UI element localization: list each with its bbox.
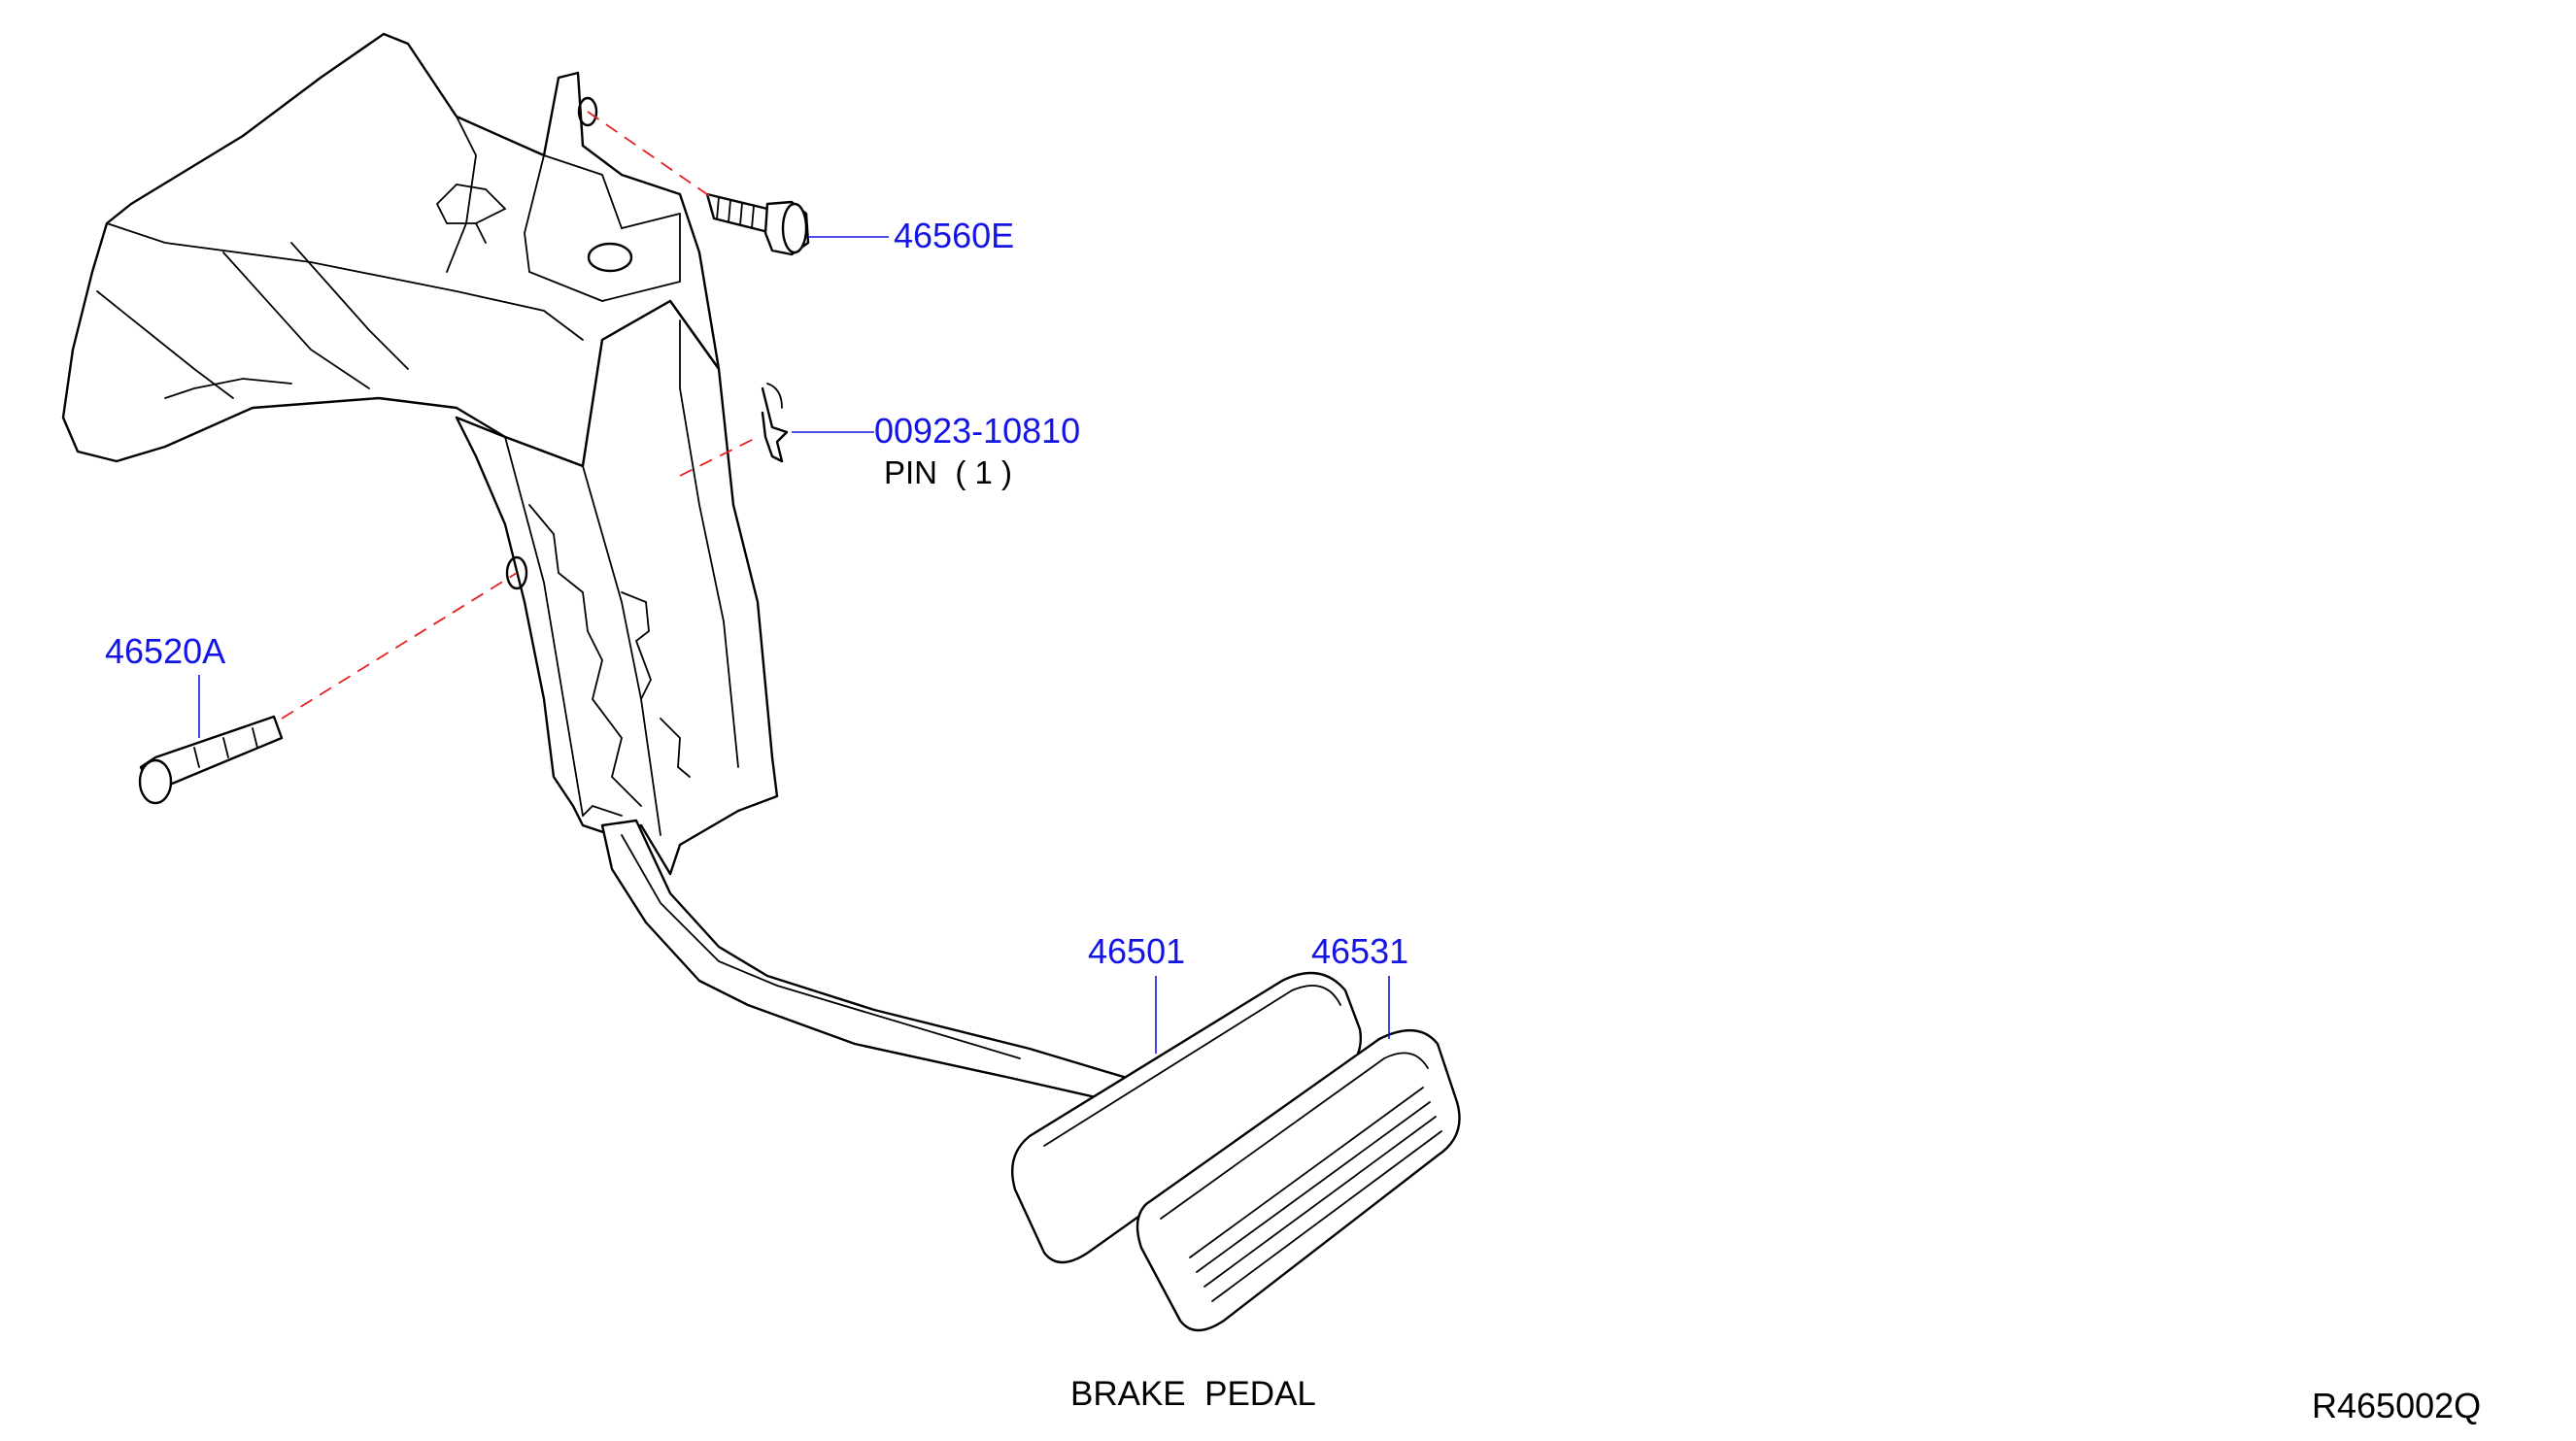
- bolt-46560E: [705, 192, 810, 256]
- pedal-pad-cover-46531: [1135, 1028, 1461, 1332]
- centerline-pin: [679, 436, 759, 477]
- diagram-reference-code: R465002Q: [2312, 1386, 2482, 1425]
- part-label-46531[interactable]: 46531: [1311, 931, 1409, 971]
- diagram-caption: BRAKE PEDAL: [1070, 1375, 1316, 1413]
- pedal-bracket: [61, 32, 721, 468]
- snap-pin-00923-10810: [761, 383, 789, 463]
- clevis-pin-46520A: [138, 715, 284, 805]
- pedal-lever: [600, 819, 1129, 1104]
- leader-lines: [198, 236, 1390, 1054]
- centerlines: [281, 111, 759, 720]
- part-label-46501[interactable]: 46501: [1088, 931, 1186, 971]
- part-label-46520A[interactable]: 46520A: [105, 631, 226, 671]
- centerline-46560E: [587, 111, 715, 200]
- pedal-arm: [455, 299, 779, 876]
- centerline-46520A: [281, 572, 518, 720]
- part-label-46560E[interactable]: 46560E: [894, 216, 1015, 255]
- part-label-00923-10810[interactable]: 00923-10810: [874, 411, 1081, 451]
- pin-quantity-label: PIN ( 1 ): [884, 454, 1013, 490]
